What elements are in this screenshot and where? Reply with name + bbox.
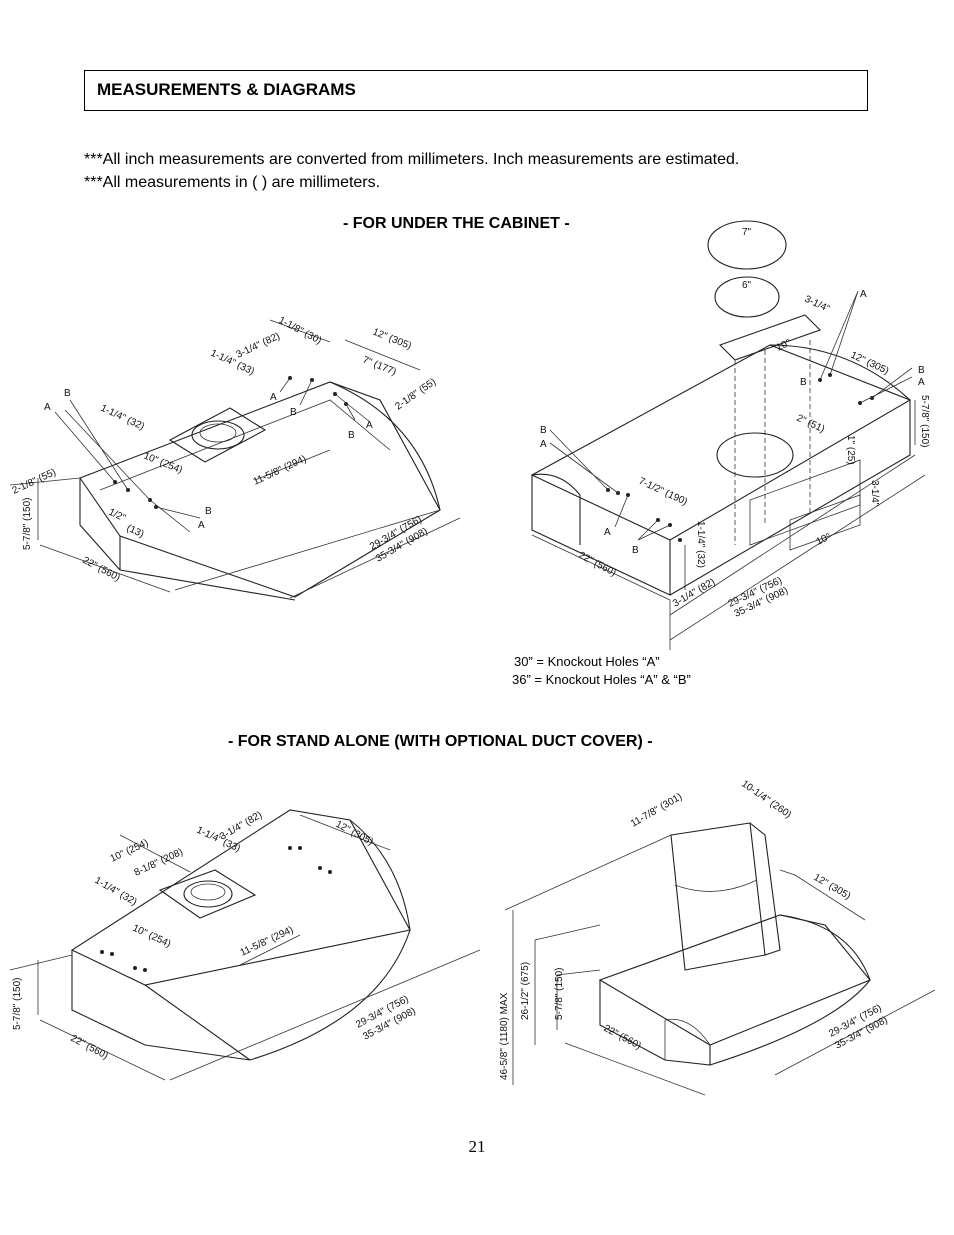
label-a: A — [604, 527, 611, 538]
dim-text: 2-1/8" (55) — [11, 467, 58, 497]
dim-text: (13) — [125, 523, 146, 540]
label-b: B — [205, 506, 212, 517]
dim-text: 2-1/8" (55) — [393, 377, 438, 413]
dim-text: 12" (305) — [812, 872, 853, 902]
label-a: A — [270, 392, 277, 403]
section-title: MEASUREMENTS & DIAGRAMS — [97, 80, 356, 99]
dim-text: 12" (305) — [371, 327, 413, 352]
knockout-note-36: 36” = Knockout Holes “A” & “B” — [512, 672, 691, 687]
section-header-box: MEASUREMENTS & DIAGRAMS — [84, 70, 868, 111]
dim-text: 7" — [742, 227, 752, 238]
under-cabinet-heading: - FOR UNDER THE CABINET - — [343, 215, 570, 232]
dim-text: 5-7/8" (150) — [22, 498, 33, 550]
dim-text: 22" (560) — [81, 555, 122, 584]
dim-text: 11-7/8" (301) — [629, 791, 684, 829]
dim-text: 10" — [815, 531, 833, 547]
dim-text: 10" — [775, 337, 793, 353]
dim-text: 46-5/8" (1180) MAX — [499, 992, 510, 1080]
note-conversion: ***All inch measurements are converted f… — [84, 151, 740, 168]
under-cabinet-right-diagram: 7" 6" 3-1/4" 10" 12" (305) 5-7/8" (150) … — [530, 220, 930, 650]
label-b: B — [540, 425, 547, 436]
dim-text: 10" (254) — [131, 923, 173, 950]
dim-text: 3-1/4" — [803, 294, 832, 315]
dim-text: 3-1/4" (82) — [235, 331, 282, 361]
dim-text: 22" (560) — [577, 550, 618, 579]
dim-text: 7" (177) — [361, 355, 398, 378]
stand-alone-heading: - FOR STAND ALONE (WITH OPTIONAL DUCT CO… — [228, 733, 653, 750]
label-a: A — [44, 402, 51, 413]
dim-text: 11-5/8" (294) — [252, 454, 309, 488]
dim-text: 26-1/2" (675) — [520, 962, 531, 1020]
page-number: 21 — [468, 1137, 486, 1156]
dim-text: 3-1/4" — [869, 480, 880, 507]
dim-text: 1-1/8" (30) — [277, 315, 324, 347]
stand-alone-right-diagram: 11-7/8" (301) 10-1/4" (260) 12" (305) 46… — [499, 778, 936, 1096]
dim-text: 10-1/4" (260) — [739, 778, 793, 820]
label-b: B — [64, 388, 71, 399]
under-cabinet-left-diagram: 1-1/8" (30) 3-1/4" (82) 1-1/4" (33) 12" … — [9, 315, 461, 601]
label-a: A — [918, 377, 925, 388]
label-b: B — [800, 377, 807, 388]
dim-text: 22" (560) — [69, 1033, 110, 1062]
label-a: A — [198, 520, 205, 531]
dim-text: 6" — [742, 280, 752, 291]
label-a: A — [540, 439, 547, 450]
dim-text: 5-7/8" (150) — [919, 395, 930, 447]
dim-text: 10" (254) — [109, 838, 151, 865]
dim-text: 1" (25) — [845, 435, 856, 465]
dim-text: 7-1/2" (190) — [637, 476, 689, 508]
knockout-note-30: 30” = Knockout Holes “A” — [514, 654, 660, 669]
dim-text: 22" (560) — [602, 1023, 643, 1052]
label-b: B — [918, 365, 925, 376]
label-b: B — [290, 407, 297, 418]
label-a: A — [860, 289, 867, 300]
dim-text: 2" (51) — [795, 413, 827, 436]
dim-text: 1-1/4" (32) — [93, 875, 139, 908]
dim-text: 1-1/4" (32) — [99, 403, 146, 433]
label-a: A — [366, 420, 373, 431]
dim-text: 10" (254) — [142, 451, 184, 476]
dim-text: 5-7/8" (150) — [554, 968, 565, 1020]
dim-text: 1-1/4" (32) — [695, 521, 706, 568]
stand-alone-left-diagram: 3-1/4" (82) 1-1/4" (33) 10" (254) 8-1/8"… — [9, 809, 481, 1081]
label-b: B — [632, 545, 639, 556]
dim-text: 5-7/8" (150) — [12, 978, 23, 1030]
note-millimeters: ***All measurements in ( ) are millimete… — [84, 174, 381, 191]
label-b: B — [348, 430, 355, 441]
